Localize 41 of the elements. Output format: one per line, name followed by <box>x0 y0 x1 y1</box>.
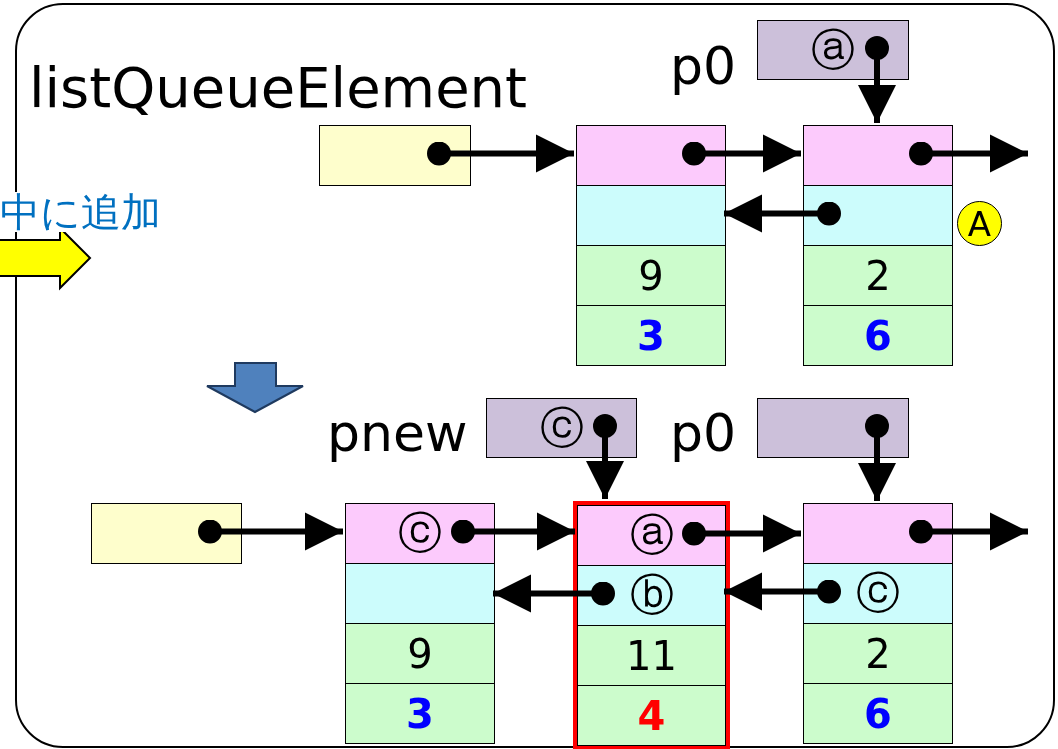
pointer-arrow <box>724 194 841 233</box>
callout-marker: A <box>957 201 1002 246</box>
value-cell: 3 <box>576 305 726 366</box>
pointer-arrow <box>858 414 896 501</box>
prev-pointer-cell <box>576 185 726 246</box>
value-cell: 2 <box>803 623 953 684</box>
value-cell: 4 <box>577 685 726 746</box>
pointer-variable-box <box>757 398 909 458</box>
prev-pointer-cell: ⓑ <box>577 565 726 626</box>
pointer-arrow <box>858 36 896 123</box>
pointer-arrow <box>909 512 1028 551</box>
pointer-arrow <box>451 512 575 551</box>
prev-pointer-cell <box>803 185 953 246</box>
pointer-arrow <box>427 134 574 173</box>
prev-pointer-cell: ⓒ <box>803 563 953 624</box>
pointer-variable-box: ⓐ <box>757 20 909 80</box>
value-cell: 11 <box>577 625 726 686</box>
prev-pointer-cell <box>345 563 495 624</box>
next-pointer-cell <box>803 125 953 186</box>
pointer-arrow <box>909 134 1028 173</box>
value-cell: 9 <box>576 245 726 306</box>
next-pointer-cell: ⓒ <box>345 503 495 564</box>
value-cell: 9 <box>345 623 495 684</box>
pointer-arrow <box>682 514 801 553</box>
value-cell: 2 <box>803 245 953 306</box>
pointer-arrow <box>586 414 624 499</box>
pointer-arrow <box>198 512 343 551</box>
pointer-arrow <box>724 572 841 611</box>
highlight-frame <box>573 501 730 749</box>
next-pointer-cell <box>576 125 726 186</box>
title-text: listQueueElement <box>29 60 528 116</box>
next-pointer-cell: ⓐ <box>577 505 726 566</box>
pointer-arrow <box>493 574 615 613</box>
pointer-arrow <box>682 134 801 173</box>
pointer-variable-box: ⓒ <box>486 398 637 458</box>
value-cell: 6 <box>803 305 953 366</box>
list-head-box <box>319 125 471 186</box>
value-cell: 6 <box>803 683 953 744</box>
list-head-box <box>91 503 242 564</box>
next-pointer-cell <box>803 503 953 564</box>
value-cell: 3 <box>345 683 495 744</box>
